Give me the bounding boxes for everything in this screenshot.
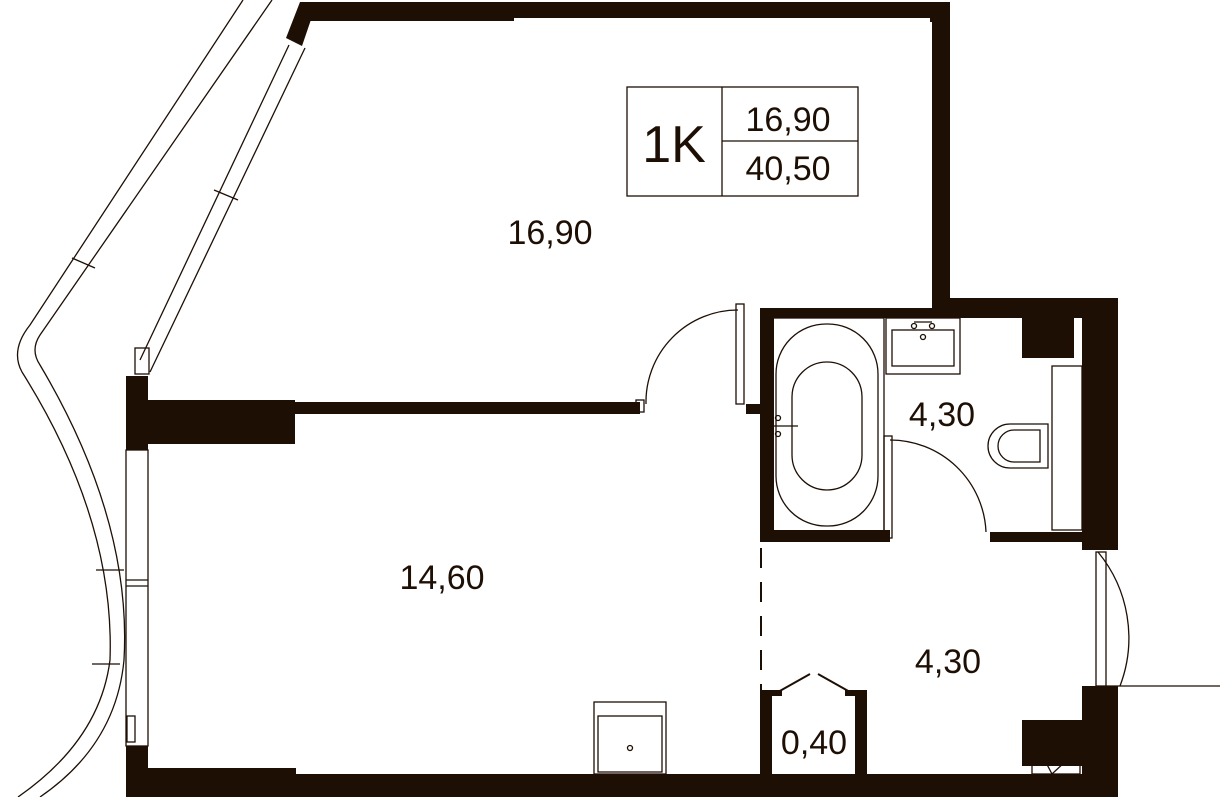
bathtub-icon xyxy=(769,317,885,533)
room-closet-area: 0,40 xyxy=(781,724,847,762)
room-kitchen-living-area: 14,60 xyxy=(399,559,484,597)
fixtures xyxy=(593,317,1083,776)
room-labels: 16,90 14,60 4,30 4,30 0,40 xyxy=(399,214,981,762)
living-area-value: 16,90 xyxy=(745,101,830,139)
total-area-value: 40,50 xyxy=(745,150,830,188)
balcony-glazing xyxy=(16,0,306,797)
area-badge: 1K 16,90 40,50 xyxy=(626,86,859,197)
room-bedroom-area: 16,90 xyxy=(507,214,592,252)
toilet-icon xyxy=(987,365,1083,531)
appliance-icon xyxy=(593,701,667,775)
walls xyxy=(126,2,1118,797)
shaft-icon xyxy=(1031,319,1081,776)
room-bathroom-area: 4,30 xyxy=(909,396,975,434)
apartment-type: 1K xyxy=(642,116,706,174)
sink-icon xyxy=(885,317,961,375)
doors xyxy=(635,303,1220,693)
room-hallway-area: 4,30 xyxy=(915,643,981,681)
